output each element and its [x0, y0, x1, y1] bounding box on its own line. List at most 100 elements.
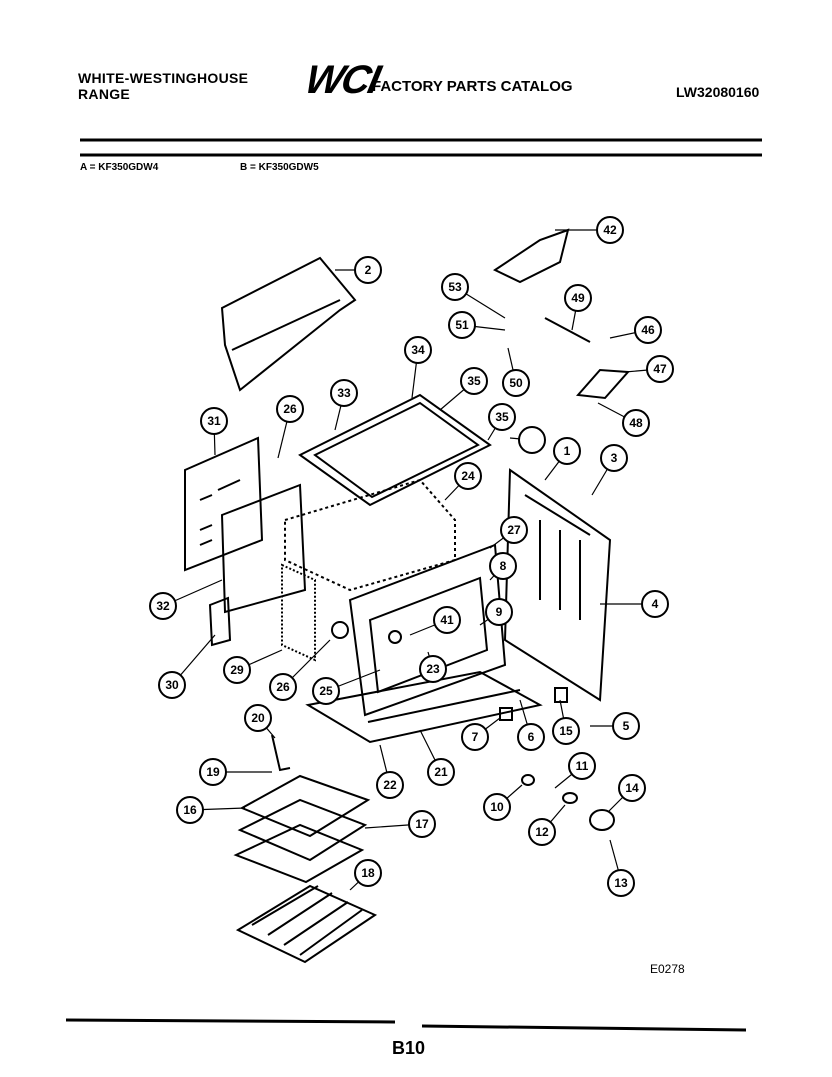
broiler-pan-part [239, 774, 371, 838]
callout-17: 17 [408, 810, 436, 838]
model-a: A = KF350GDW4 [80, 162, 159, 173]
svg-text:25: 25 [319, 684, 333, 698]
callout-18: 18 [354, 859, 382, 887]
callout-2: 2 [354, 256, 382, 284]
right-side-panel-part [503, 468, 612, 702]
top-panel-fold [231, 299, 341, 351]
callout-3: 3 [600, 444, 628, 472]
callout-35: 35 [488, 403, 516, 431]
callout-50: 50 [502, 369, 530, 397]
callout-11: 11 [568, 752, 596, 780]
callout-7: 7 [461, 723, 489, 751]
small-knob-part [521, 774, 535, 786]
block-part [554, 687, 568, 703]
footer-rule-left [65, 1018, 396, 1024]
callout-4: 4 [641, 590, 669, 618]
svg-text:34: 34 [411, 343, 425, 357]
callout-6: 6 [517, 723, 545, 751]
callout-15: 15 [552, 717, 580, 745]
svg-text:9: 9 [496, 605, 503, 619]
svg-text:26: 26 [283, 402, 297, 416]
callout-52: 53 [441, 273, 469, 301]
top-panel-part [220, 256, 357, 392]
bracket-part [208, 596, 232, 647]
callout-34: 34 [404, 336, 432, 364]
svg-text:4: 4 [652, 597, 659, 611]
svg-text:48: 48 [629, 416, 643, 430]
callout-10: 10 [483, 793, 511, 821]
svg-text:8: 8 [500, 559, 507, 573]
callout-35-top: 35 [460, 367, 488, 395]
svg-text:11: 11 [576, 759, 589, 773]
callout-41: 41 [433, 606, 461, 634]
callout-27: 27 [500, 516, 528, 544]
burner-assembly-part [492, 228, 570, 284]
top-frame-inner [313, 401, 480, 499]
clip-part [499, 707, 513, 721]
right-panel-ribs [524, 494, 591, 620]
svg-text:1: 1 [564, 444, 571, 458]
svg-text:10: 10 [490, 800, 504, 814]
svg-text:6: 6 [528, 730, 535, 744]
svg-text:42: 42 [603, 223, 617, 237]
knob-shaft-part [562, 792, 578, 804]
callout-49: 49 [564, 284, 592, 312]
callout-12: 12 [528, 818, 556, 846]
svg-text:24: 24 [461, 469, 475, 483]
callout-31: 31 [200, 407, 228, 435]
callout-47: 47 [646, 355, 674, 383]
oven-opening [368, 576, 489, 694]
svg-text:16: 16 [183, 803, 197, 817]
knob-part [589, 809, 615, 831]
callout-42: 42 [596, 216, 624, 244]
callout-48: 48 [622, 409, 650, 437]
svg-text:21: 21 [434, 765, 448, 779]
svg-text:46: 46 [641, 323, 655, 337]
mounting-bracket-part [575, 368, 631, 400]
catalog-title: FACTORY PARTS CATALOG [372, 78, 573, 95]
svg-text:3: 3 [611, 451, 618, 465]
callout-13: 13 [607, 869, 635, 897]
bottom-frame-part [305, 670, 543, 744]
callout-30: 30 [158, 671, 186, 699]
svg-text:49: 49 [571, 291, 585, 305]
callout-9: 9 [485, 598, 513, 626]
callout-19: 19 [199, 758, 227, 786]
front-frame-part [348, 543, 507, 717]
callout-29: 29 [223, 656, 251, 684]
brand-name: WHITE-WESTINGHOUSE [78, 70, 249, 86]
svg-text:14: 14 [625, 781, 639, 795]
oven-rack-part [235, 884, 378, 964]
callout-20: 20 [244, 704, 272, 732]
callout-21: 21 [427, 758, 455, 786]
callout-24: 24 [454, 462, 482, 490]
catalog-number: LW32080160 [676, 84, 760, 100]
callout-46: 46 [634, 316, 662, 344]
footer-rule-right [421, 1024, 747, 1032]
callout-22: 22 [376, 771, 404, 799]
callout-1: 1 [553, 437, 581, 465]
callout-16: 16 [176, 796, 204, 824]
svg-text:12: 12 [535, 825, 549, 839]
svg-text:51: 51 [455, 318, 469, 332]
svg-text:17: 17 [415, 817, 429, 831]
light-socket-part [388, 630, 402, 644]
svg-text:2: 2 [365, 263, 372, 277]
svg-text:20: 20 [251, 711, 265, 725]
svg-text:32: 32 [156, 599, 170, 613]
callout-5: 5 [612, 712, 640, 740]
rear-insulation-part [281, 563, 316, 662]
svg-text:19: 19 [206, 765, 220, 779]
model-b: B = KF350GDW5 [240, 162, 319, 173]
svg-text:7: 7 [472, 730, 479, 744]
oven-rack-wires [251, 885, 363, 956]
svg-text:50: 50 [509, 376, 523, 390]
svg-text:5: 5 [623, 719, 630, 733]
svg-text:31: 31 [207, 414, 221, 428]
svg-text:35: 35 [467, 374, 481, 388]
svg-text:29: 29 [230, 663, 244, 677]
callout-53 [518, 426, 546, 454]
bottom-rail [367, 689, 521, 723]
side-frame-part [220, 483, 307, 614]
